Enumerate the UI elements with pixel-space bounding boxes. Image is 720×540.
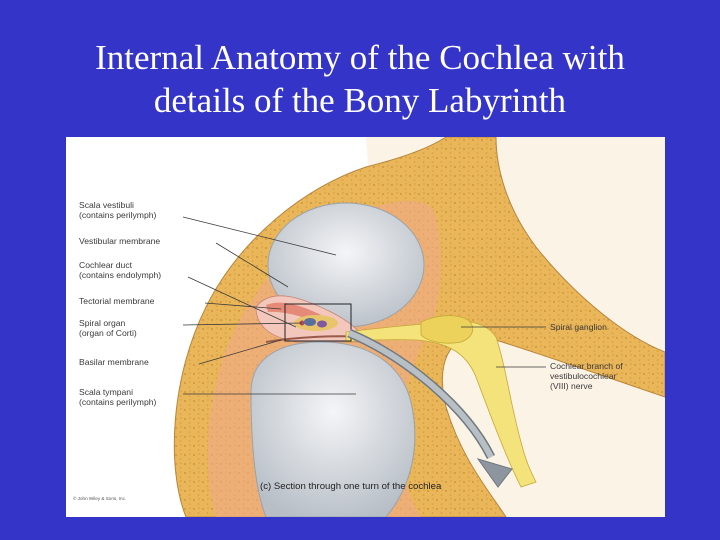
- detail-arrow: [347, 328, 513, 488]
- svg-text:(c) Section through one turn: (c) Section through one turn of the coch…: [260, 481, 442, 492]
- label-cochlear-branch-line3: (VIII) nerve: [550, 381, 593, 391]
- slide-title-line-2: details of the Bony Labyrinth: [153, 81, 567, 120]
- label-cochlear-duct: Cochlear duct: [79, 260, 133, 270]
- right-leader-lines: [461, 326, 546, 368]
- svg-text:vestibulocochlear: vestibulocochlear: [550, 371, 617, 381]
- label-cochlear-branch: Cochlear branch of: [550, 361, 623, 371]
- svg-text:Tectorial membrane: Tectorial membrane: [79, 296, 155, 306]
- svg-text:(VIII) nerve: (VIII) nerve: [550, 381, 593, 391]
- detail-inset-box: [284, 303, 352, 342]
- svg-text:Scala vestibuli: Scala vestibuli: [79, 200, 134, 210]
- svg-text:Scala tympani: Scala tympani: [79, 387, 133, 397]
- cochlea-figure: Scala vestibuli (contains perilymph) Ves…: [66, 137, 665, 517]
- left-labels: Scala vestibuli (contains perilymph) Ves…: [79, 200, 161, 407]
- svg-text:© John Wiley & Sons, Inc.: © John Wiley & Sons, Inc.: [73, 495, 126, 501]
- slide-title-line-1: Internal Anatomy of the Cochlea with: [95, 38, 625, 77]
- svg-text:(contains perilymph): (contains perilymph): [79, 210, 157, 220]
- label-scala-tympani: Scala tympani: [79, 387, 133, 397]
- svg-text:Vestibular membrane: Vestibular membrane: [79, 236, 160, 246]
- label-vestibular-membrane: Vestibular membrane: [79, 236, 160, 246]
- label-scala-vestibuli: Scala vestibuli: [79, 200, 134, 210]
- copyright-notice: © John Wiley & Sons, Inc.: [73, 495, 126, 501]
- svg-text:Basilar membrane: Basilar membrane: [79, 357, 149, 367]
- svg-text:(organ of Corti): (organ of Corti): [79, 328, 137, 338]
- label-cochlear-branch-line2: vestibulocochlear: [550, 371, 617, 381]
- label-basilar-membrane: Basilar membrane: [79, 357, 149, 367]
- label-spiral-organ: Spiral organ: [79, 318, 126, 328]
- svg-text:Cochlear duct: Cochlear duct: [79, 260, 133, 270]
- svg-text:Cochlear branch of: Cochlear branch of: [550, 361, 623, 371]
- svg-text:(contains endolymph): (contains endolymph): [79, 270, 161, 280]
- slide-title: Internal Anatomy of the Cochlea with det…: [0, 36, 720, 122]
- scala-tympani: [250, 341, 416, 517]
- label-scala-tympani-note: (contains perilymph): [79, 397, 157, 407]
- label-tectorial-membrane: Tectorial membrane: [79, 296, 155, 306]
- svg-text:Spiral organ: Spiral organ: [79, 318, 126, 328]
- spiral-organ: [294, 315, 338, 331]
- svg-text:Spiral ganglion: Spiral ganglion: [550, 322, 607, 332]
- right-labels: Spiral ganglion Cochlear branch of vesti…: [550, 322, 623, 391]
- cochlea-diagram: Scala vestibuli (contains perilymph) Ves…: [73, 137, 665, 517]
- svg-text:(contains perilymph): (contains perilymph): [79, 397, 157, 407]
- spiral-ganglion: [420, 315, 474, 344]
- figure-caption: (c) Section through one turn of the coch…: [260, 481, 442, 492]
- label-cochlear-duct-note: (contains endolymph): [79, 270, 161, 280]
- label-spiral-organ-note: (organ of Corti): [79, 328, 137, 338]
- left-leader-lines: [182, 216, 356, 395]
- label-scala-vestibuli-note: (contains perilymph): [79, 210, 157, 220]
- label-spiral-ganglion: Spiral ganglion: [550, 322, 607, 332]
